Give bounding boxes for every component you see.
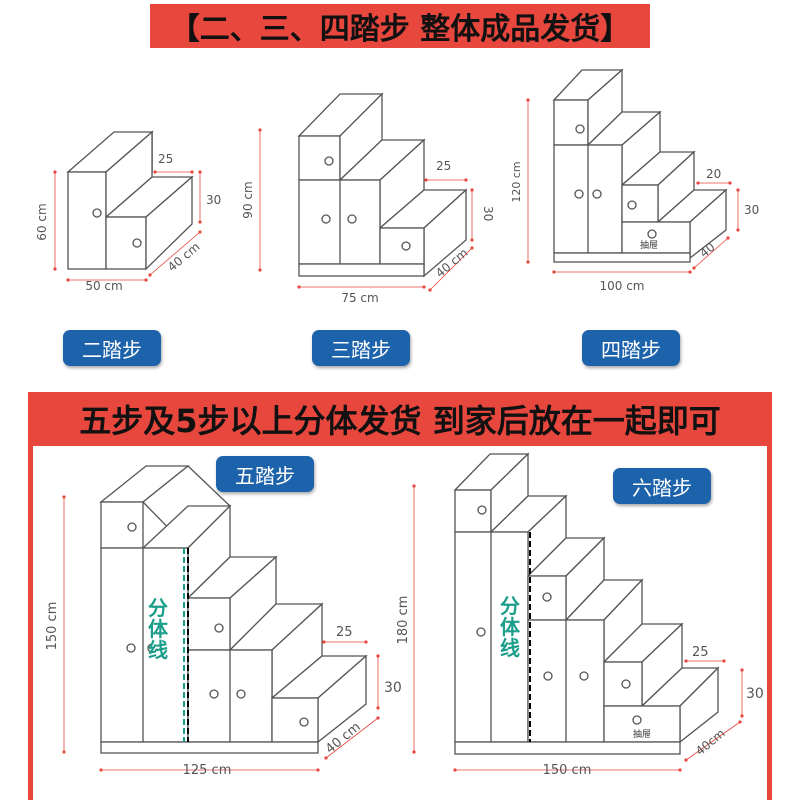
- four-height-label: 120 cm: [510, 161, 523, 202]
- four-drawer-label: 抽屉: [640, 239, 658, 251]
- five-tread-label: 25: [336, 625, 353, 640]
- six-split-label: 分体线: [500, 594, 520, 660]
- five-width-label: 125 cm: [183, 763, 232, 778]
- two-tread-label: 25: [158, 152, 173, 166]
- two-height-label: 60 cm: [35, 203, 49, 240]
- four-step-drawing: [526, 68, 740, 274]
- six-drawer-label: 抽屉: [633, 728, 651, 740]
- four-riser-label: 30: [744, 203, 759, 217]
- three-height-label: 90 cm: [241, 181, 255, 218]
- five-riser-label: 30: [384, 680, 402, 696]
- three-step-badge: 三踏步: [312, 330, 410, 366]
- two-width-label: 50 cm: [85, 279, 122, 293]
- five-split-label: 分体线: [148, 596, 168, 662]
- six-height-label: 180 cm: [396, 596, 411, 645]
- six-step-badge: 六踏步: [613, 468, 711, 504]
- four-tread-label: 20: [706, 167, 721, 181]
- two-step-drawing: [53, 130, 202, 282]
- three-tread-label: 25: [436, 159, 451, 173]
- two-step-badge: 二踏步: [63, 330, 161, 366]
- top-banner: 【二、三、四踏步 整体成品发货】: [150, 4, 650, 48]
- five-height-label: 150 cm: [45, 602, 60, 651]
- five-step-drawing: [62, 465, 380, 772]
- six-riser-label: 30: [746, 686, 764, 702]
- five-step-badge: 五踏步: [216, 456, 314, 492]
- four-width-label: 100 cm: [599, 279, 644, 293]
- two-riser-label: 30: [206, 193, 221, 207]
- six-tread-label: 25: [692, 645, 709, 660]
- middle-banner: 五步及5步以上分体发货 到家后放在一起即可: [28, 392, 772, 446]
- lower-frame: [28, 446, 772, 800]
- six-depth-label: 40cm: [693, 726, 728, 758]
- three-step-drawing: [258, 92, 474, 292]
- four-step-badge: 四踏步: [582, 330, 680, 366]
- six-step-drawing: [412, 452, 744, 772]
- three-riser-label: 30: [481, 206, 495, 221]
- three-width-label: 75 cm: [341, 291, 378, 305]
- six-width-label: 150 cm: [543, 763, 592, 778]
